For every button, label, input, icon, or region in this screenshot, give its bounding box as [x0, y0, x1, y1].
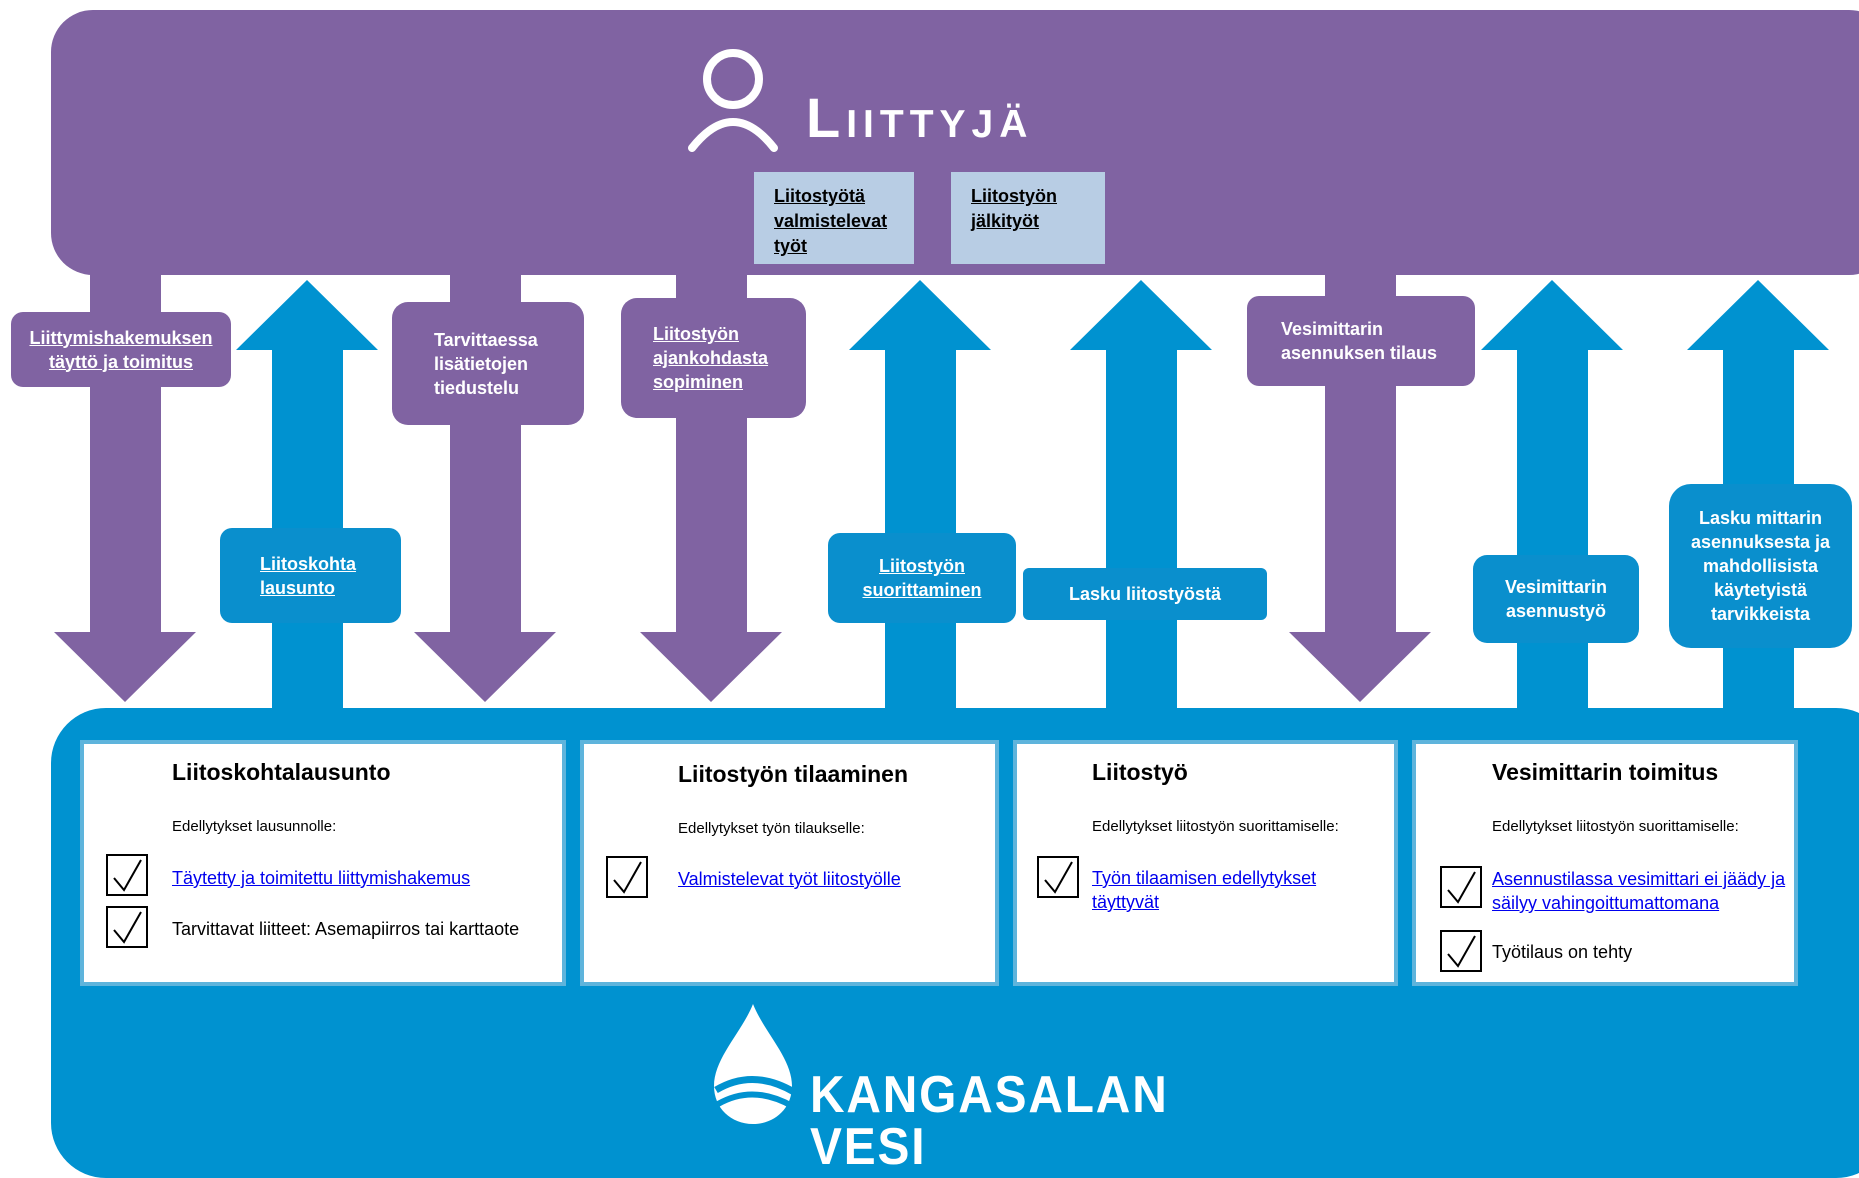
asennustyo-text: Vesimittarin asennustyö — [1504, 577, 1608, 621]
lasku-text: Lasku liitostyöstä — [1068, 584, 1222, 604]
card-subtitle: Edellytykset lausunnolle: — [172, 818, 337, 835]
checkmark-icon — [1447, 871, 1476, 904]
ajankohta-link[interactable]: Liitostyön ajankohdasta sopiminen — [653, 324, 769, 392]
label-asennustyo: Vesimittarin asennustyö — [1473, 555, 1639, 643]
logo-text: KANGASALAN VESI — [810, 1066, 1169, 1176]
checkmark-icon — [613, 861, 642, 894]
person-icon — [688, 49, 778, 152]
arrow-up-asennustyo — [1481, 280, 1623, 712]
label-lausunto[interactable]: Liitoskohta lausunto — [220, 528, 401, 623]
requirement-item[interactable]: Täytetty ja toimitettu liittymishakemus — [172, 866, 552, 890]
requirement-item[interactable]: Asennustilassa vesimittari ei jäädy ja s… — [1492, 867, 1792, 915]
card-subtitle: Edellytykset liitostyön suorittamiselle: — [1492, 818, 1739, 835]
requirement-link[interactable]: Valmistelevat työt liitostyölle — [678, 869, 901, 889]
card-title: Vesimittarin toimitus — [1492, 759, 1719, 785]
card-liitostyo: Liitostyö Edellytykset liitostyön suorit… — [1013, 740, 1398, 986]
hakemus-link[interactable]: Liittymishakemuksen täyttö ja toimitus — [29, 327, 213, 372]
label-tiedustelu: Tarvittaessa lisätietojen tiedustelu — [392, 302, 584, 425]
label-hakemus[interactable]: Liittymishakemuksen täyttö ja toimitus — [11, 312, 231, 387]
requirement-text: Työtilaus on tehty — [1492, 942, 1633, 962]
checkbox — [1440, 930, 1482, 972]
requirement-item[interactable]: Valmistelevat työt liitostyölle — [678, 867, 978, 891]
lausunto-link[interactable]: Liitoskohta lausunto — [260, 553, 357, 598]
requirement-link[interactable]: Täytetty ja toimitettu liittymishakemus — [172, 868, 471, 888]
label-lasku-mittari: Lasku mittarin asennuksesta ja mahdollis… — [1669, 484, 1852, 648]
label-ajankohta[interactable]: Liitostyön ajankohdasta sopiminen — [621, 298, 806, 418]
water-drop-icon — [714, 1004, 796, 1124]
card-title: Liitoskohtalausunto — [172, 759, 391, 785]
tilaus-text: Vesimittarin asennuksen tilaus — [1281, 319, 1438, 363]
header: Liittyjä — [688, 48, 1138, 158]
checkmark-icon — [113, 911, 142, 944]
checkbox — [1037, 856, 1079, 898]
checkbox — [106, 906, 148, 948]
arrow-up-lausunto — [236, 280, 378, 712]
card-subtitle: Edellytykset työn tilaukselle: — [678, 820, 865, 837]
label-suorittaminen[interactable]: Liitostyön suorittaminen — [828, 533, 1016, 623]
tiedustelu-text: Tarvittaessa lisätietojen tiedustelu — [434, 329, 538, 398]
card-subtitle: Edellytykset liitostyön suorittamiselle: — [1092, 818, 1339, 835]
checkmark-icon — [1044, 861, 1073, 894]
after-work-box[interactable]: Liitostyön jälkityöt — [951, 172, 1105, 264]
arrow-up-suorittaminen — [849, 280, 991, 712]
page-title: Liittyjä — [806, 86, 1034, 149]
checkmark-icon — [1447, 935, 1476, 968]
card-liitostyon-tilaaminen: Liitostyön tilaaminen Edellytykset työn … — [580, 740, 999, 986]
checkmark-icon — [113, 859, 142, 892]
requirement-link[interactable]: Työn tilaamisen edellytykset täyttyvät — [1092, 868, 1317, 912]
requirement-text: Tarvittavat liitteet: Asemapiirros tai k… — [172, 919, 520, 939]
label-lasku: Lasku liitostyöstä — [1023, 568, 1267, 620]
requirement-item[interactable]: Työn tilaamisen edellytykset täyttyvät — [1092, 866, 1352, 914]
prep-work-box[interactable]: Liitostyötä valmistelevat työt — [754, 172, 914, 264]
requirement-link[interactable]: Asennustilassa vesimittari ei jäädy ja s… — [1492, 869, 1786, 913]
label-tilaus: Vesimittarin asennuksen tilaus — [1247, 296, 1475, 386]
suorittaminen-link[interactable]: Liitostyön suorittaminen — [862, 556, 982, 600]
kangasalan-vesi-logo: KANGASALAN VESI — [708, 1002, 1228, 1173]
card-title: Liitostyön tilaaminen — [678, 761, 909, 787]
lasku-mittari-text: Lasku mittarin asennuksesta ja mahdollis… — [1690, 508, 1831, 624]
checkbox — [606, 856, 648, 898]
prep-work-link[interactable]: Liitostyötä valmistelevat työt — [774, 186, 888, 256]
arrow-up-lasku — [1070, 280, 1212, 712]
checkbox — [106, 854, 148, 896]
checkbox — [1440, 866, 1482, 908]
card-vesimittarin-toimitus: Vesimittarin toimitus Edellytykset liito… — [1412, 740, 1798, 986]
card-title: Liitostyö — [1092, 759, 1188, 785]
after-work-link[interactable]: Liitostyön jälkityöt — [971, 186, 1057, 231]
card-liitoskohtalausunto: Liitoskohtalausunto Edellytykset lausunn… — [80, 740, 566, 986]
